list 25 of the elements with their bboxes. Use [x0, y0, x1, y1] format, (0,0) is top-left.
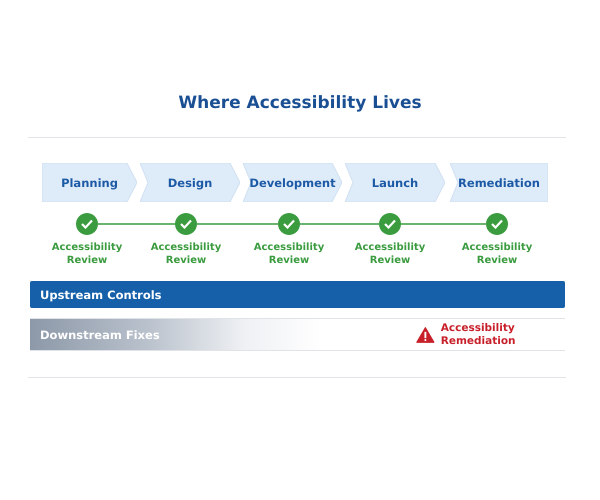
review-caption: Accessibility Review — [460, 241, 534, 267]
review-caption: Accessibility Review — [252, 241, 326, 267]
chevron-step: Planning — [42, 163, 137, 202]
check-circle-icon — [379, 213, 401, 235]
review-caption: Accessibility Review — [50, 241, 124, 267]
chevron-step: Design — [140, 163, 240, 202]
chevron-step: Launch — [345, 163, 445, 202]
diagram-title: Where Accessibility Lives — [177, 93, 423, 113]
check-circle-icon — [486, 213, 508, 235]
review-caption: Accessibility Review — [150, 241, 222, 267]
connector-line — [401, 223, 486, 225]
chevron-step: Remediation — [450, 163, 548, 202]
check-circle-icon — [76, 213, 98, 235]
upstream-bar — [30, 281, 565, 308]
check-circle-icon — [175, 213, 197, 235]
warning-text: Accessibility Remediation — [440, 322, 517, 348]
bar-label: Downstream Fixes — [40, 328, 160, 342]
chevron-step: Development — [243, 163, 342, 202]
connector-line — [300, 223, 379, 225]
bar-label: Upstream Controls — [40, 288, 162, 302]
connector-line — [197, 223, 278, 225]
connector-line — [98, 223, 175, 225]
downstream-bar — [30, 318, 565, 351]
review-caption: Accessibility Review — [354, 241, 426, 267]
check-circle-icon — [278, 213, 300, 235]
